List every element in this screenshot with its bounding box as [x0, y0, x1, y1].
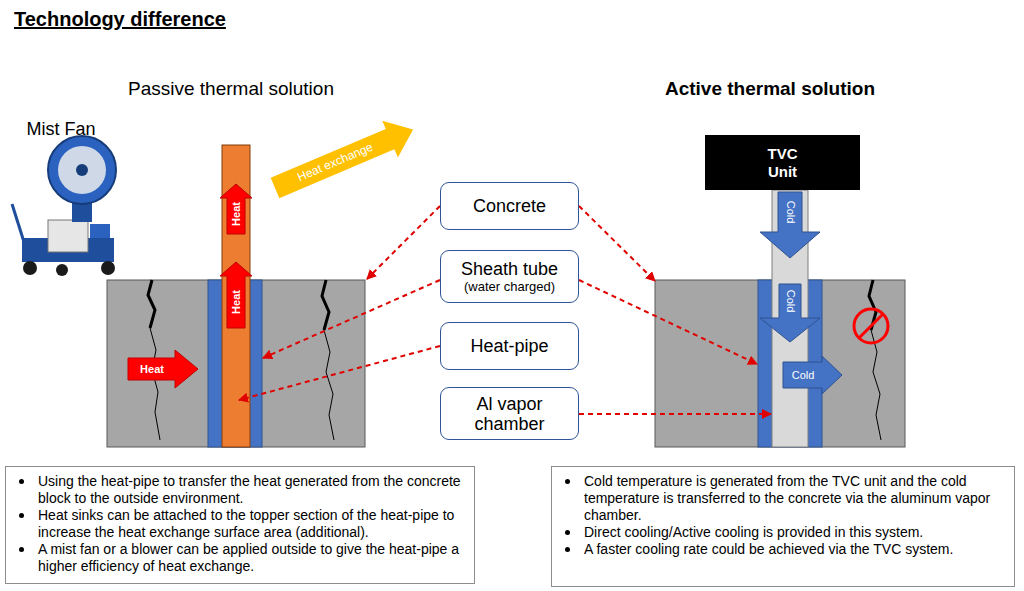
generator-box: [48, 220, 88, 252]
wheel: [101, 261, 115, 275]
crack: [324, 330, 334, 440]
leader-line: [579, 280, 757, 364]
leader-line: [367, 206, 440, 279]
bullet-item: A mist fan or a blower can be applied ou…: [38, 541, 466, 575]
notes-box: Cold temperature is generated from the T…: [551, 466, 1015, 587]
leader-line: [263, 280, 440, 358]
wheel: [23, 261, 37, 275]
cold-arrow: [760, 284, 820, 342]
bullet-item: A faster cooling rate could be achieved …: [584, 541, 1006, 558]
bullet-item: Heat sinks can be attached to the topper…: [38, 507, 466, 541]
callout-box: Heat-pipe: [440, 322, 579, 370]
bullet-item: Using the heat-pipe to transfer the heat…: [38, 473, 466, 507]
leader-lines: [239, 206, 771, 414]
callout-text: Heat-pipe: [470, 336, 548, 356]
heat-arrow: [220, 262, 252, 328]
prohibition-slash: [859, 314, 883, 338]
crack: [150, 328, 160, 440]
fan-hub: [76, 164, 88, 176]
leader-line: [579, 206, 655, 281]
crack: [322, 280, 329, 330]
callout-text: Al vapor chamber: [441, 394, 578, 434]
notes-box: Using the heat-pipe to transfer the heat…: [5, 466, 475, 584]
heat-arrow: [220, 184, 252, 234]
bullet-item: Cold temperature is generated from the T…: [584, 473, 1006, 524]
callout-text: Concrete: [473, 196, 546, 216]
prohibition-sign: [854, 309, 888, 343]
fan-drum: [48, 136, 116, 204]
water-tank: [90, 224, 110, 238]
arrow-label: Heat: [230, 290, 243, 314]
fan-grille: [58, 146, 106, 194]
heat-arrow: [128, 350, 198, 388]
device-label: Mist Fan: [26, 119, 95, 139]
cold-arrow: [783, 356, 842, 394]
section-heading: Passive thermal solution: [128, 78, 334, 99]
page-title: Technology difference: [14, 8, 226, 31]
bullet-item: Direct cooling/Active cooling is provide…: [584, 524, 1006, 541]
wheel: [56, 264, 68, 276]
arrow-label: Cold: [784, 201, 797, 224]
prohibition-circle: [854, 309, 888, 343]
callout-box: Sheath tube(water charged): [440, 250, 579, 303]
callout-text: (water charged): [464, 279, 555, 295]
cart-handle: [12, 204, 24, 242]
crack: [148, 280, 155, 328]
arrow-label: Heat: [230, 202, 243, 226]
mist-fan: [12, 136, 116, 276]
section-heading: Active thermal solution: [665, 78, 875, 99]
cold-arrow: [760, 192, 820, 258]
callout-box: Al vapor chamber: [440, 387, 579, 440]
arrow-label: Cold: [792, 369, 815, 382]
arrow-label: Cold: [784, 290, 797, 313]
unit-label: TVC Unit: [763, 145, 803, 181]
arrow-label: Heat: [140, 363, 164, 376]
leader-line: [579, 413, 771, 415]
callout-box: Concrete: [440, 182, 579, 230]
heat-exchange-arrow: [267, 111, 421, 206]
tvc-unit-box: TVC Unit: [705, 135, 860, 190]
crack: [871, 330, 881, 440]
callout-text: Sheath tube: [461, 259, 558, 279]
leader-line: [239, 346, 440, 400]
heat-exchange-arrow-shape: [267, 111, 421, 206]
